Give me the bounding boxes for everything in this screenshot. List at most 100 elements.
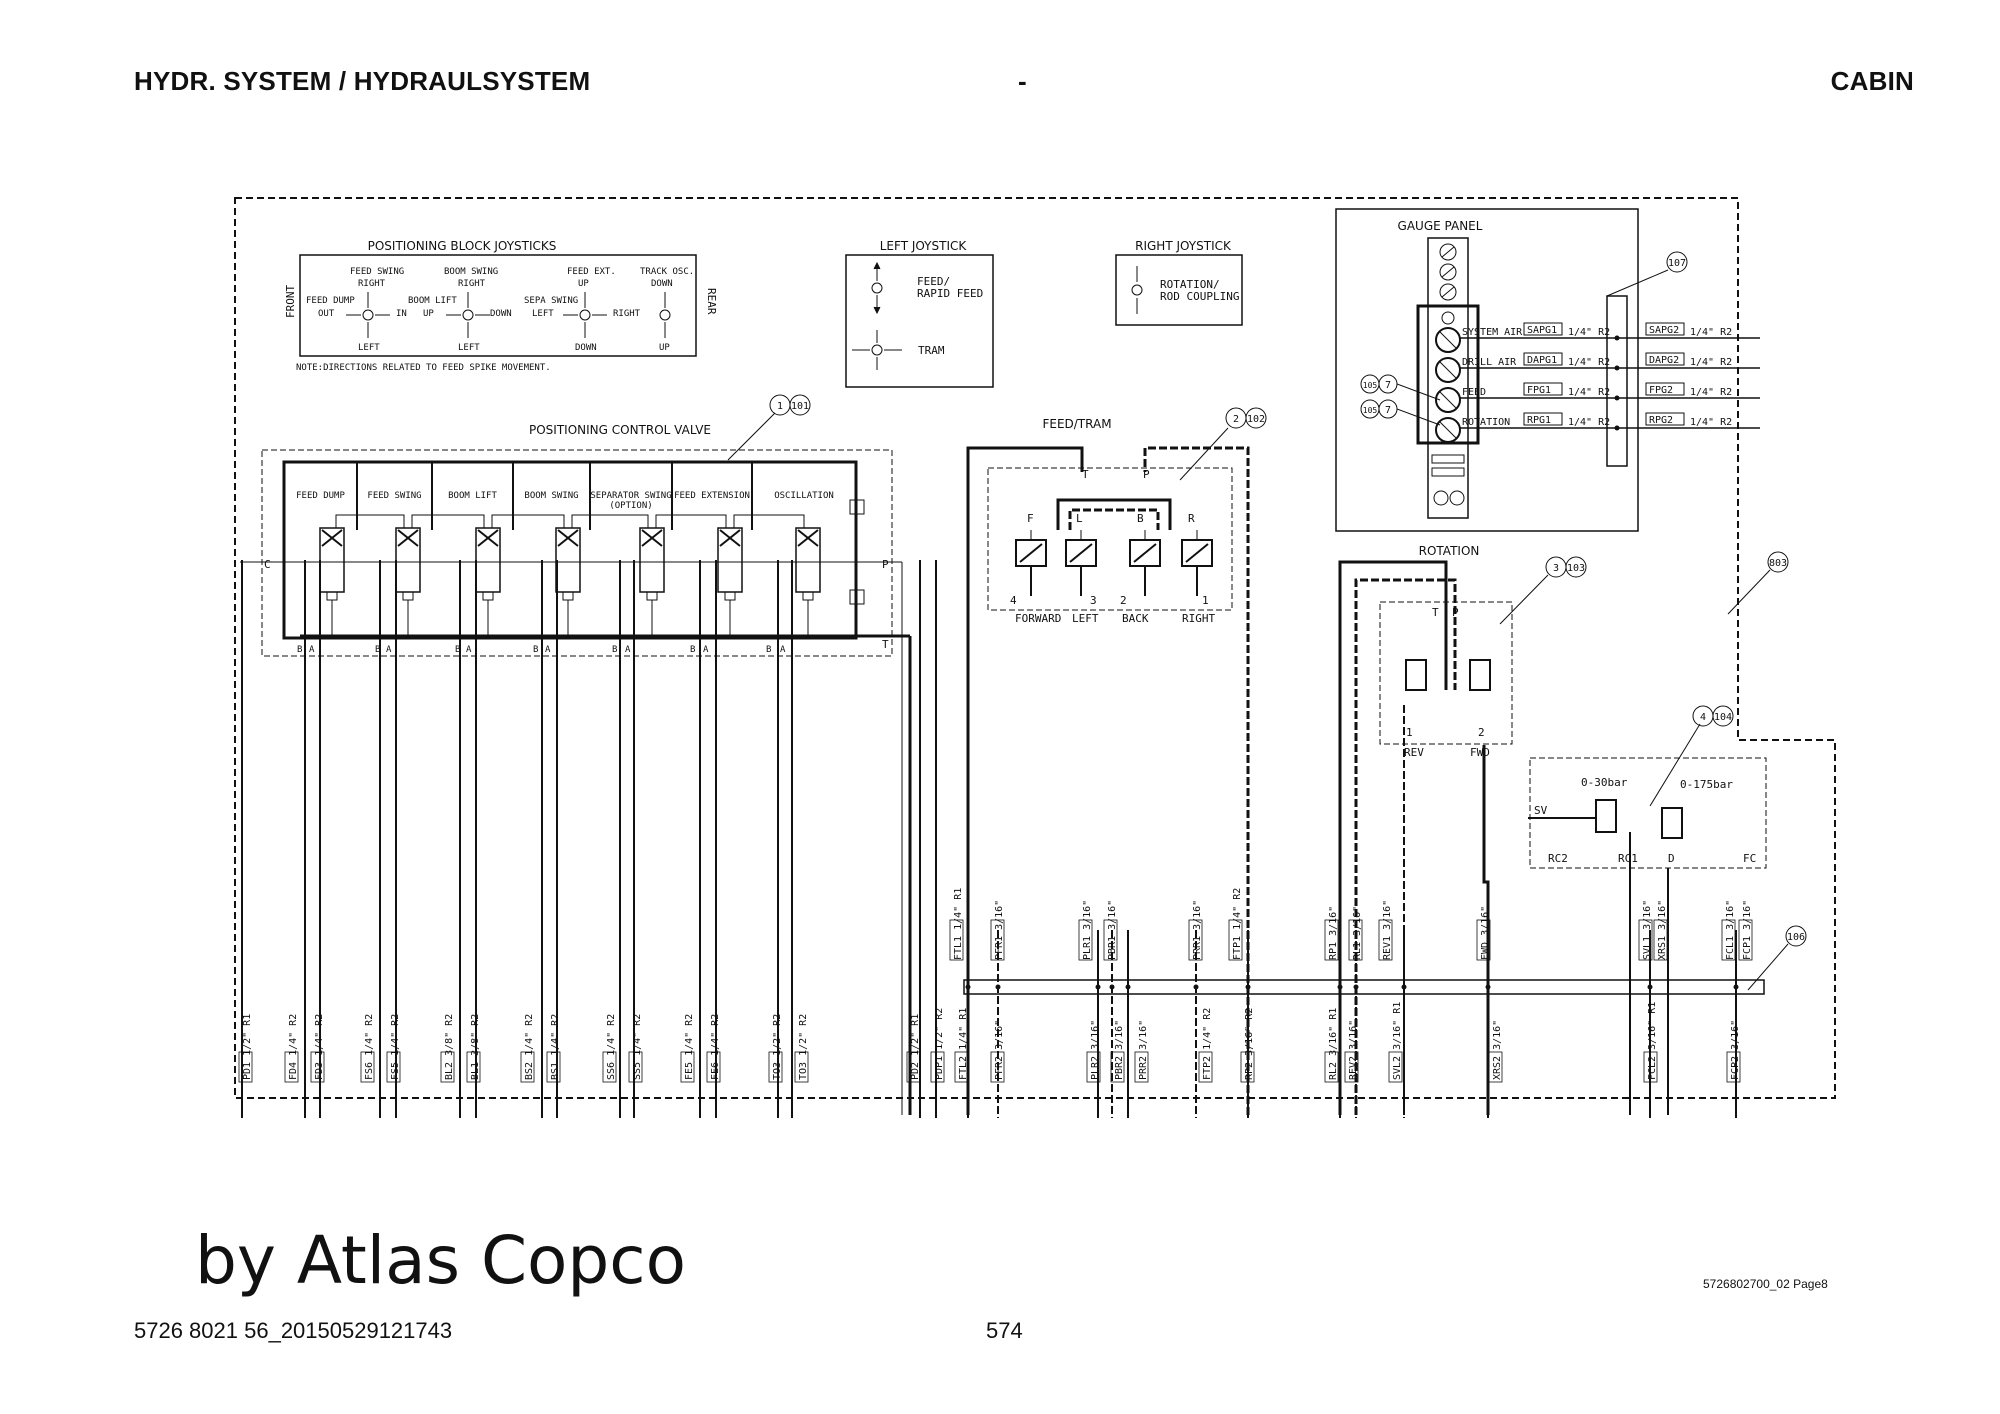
svg-text:803: 803 (1769, 558, 1787, 569)
pbj-label: IN (396, 309, 407, 319)
reference-803: 803 (1727, 551, 1789, 615)
bottom-port-label: SS6 1/4" R2 (606, 1014, 617, 1080)
header-right-title: CABIN (1830, 66, 1914, 96)
header-center: - (1018, 66, 1027, 96)
svg-text:FC: FC (1743, 852, 1756, 865)
gauge-port-2: DAPG2 (1649, 355, 1679, 366)
mid-port-label: FCP1 3/16" (1742, 900, 1753, 960)
pcv-section-label: BOOM SWING (524, 491, 578, 501)
pbj-label: RIGHT (458, 279, 486, 289)
pcv-port-label: A (545, 645, 551, 655)
pbj-label: LEFT (358, 343, 380, 353)
pbj-label: BOOM SWING (444, 267, 498, 277)
gauge-balloon-ref: 105 (1363, 406, 1378, 415)
brand-watermark: by Atlas Copco (195, 1222, 686, 1299)
bottom-port-label: BL2 3/8" R2 (444, 1014, 455, 1080)
svg-text:TRAM: TRAM (918, 344, 945, 357)
svg-text:RIGHT: RIGHT (1182, 612, 1215, 625)
gauge-port-1: SAPG1 (1527, 325, 1557, 336)
svg-text:C: C (264, 558, 271, 571)
pcv-port-label: A (780, 645, 786, 655)
mid-port-label: SVL1 3/16" (1642, 900, 1653, 960)
pcv-port-label: B (690, 645, 695, 655)
gauge-row-label: ROTATION (1462, 417, 1510, 428)
pbj-label: SEPA SWING (524, 296, 578, 306)
pbj-title: POSITIONING BLOCK JOYSTICKS (368, 239, 557, 253)
bottom-port-label: FS5 1/4" R2 (390, 1014, 401, 1080)
bulkhead-plate-106 (963, 979, 1765, 995)
gauge-hose-1: 1/4" R2 (1568, 357, 1610, 368)
bottom-port-label: BL1 3/8" R2 (470, 1014, 481, 1080)
svg-text:1: 1 (777, 401, 783, 412)
bottom-port-label: FE5 1/4" R2 (684, 1014, 695, 1080)
pbj-label: FEED EXT. (567, 267, 616, 277)
pcv-port-label: B (297, 645, 302, 655)
pcv-port-label: A (466, 645, 472, 655)
pbj-rear: REAR (705, 288, 718, 315)
mid-port-label: PBR1 3/16" (1107, 900, 1118, 960)
pcv-section-label: SEPARATOR SWING (590, 491, 671, 501)
pbj-front: FRONT (284, 285, 297, 318)
mid-port-label: FTP1 1/4" R2 (1232, 888, 1243, 960)
pbj-label: LEFT (532, 309, 554, 319)
gauge-hose-2: 1/4" R2 (1690, 327, 1732, 338)
svg-text:RAPID FEED: RAPID FEED (917, 287, 983, 300)
document-id: 5726 8021 56_20150529121743 (134, 1318, 453, 1343)
pcv-section-label: OSCILLATION (774, 491, 834, 501)
gauge-hose-1: 1/4" R2 (1568, 417, 1610, 428)
pbj-label: LEFT (458, 343, 480, 353)
svg-text:FEED/: FEED/ (917, 275, 950, 288)
bottom-port-label: XRS2 3/16" (1492, 1020, 1503, 1080)
pcv-section-label: FEED EXTENSION (674, 491, 750, 501)
bottom-port-label: PD2 1/2" R1 (910, 1014, 921, 1080)
gauge-port-2: SAPG2 (1649, 325, 1679, 336)
svg-text:RC1: RC1 (1618, 852, 1638, 865)
bottom-port-label: SVL2 3/16" R1 (1392, 1002, 1403, 1080)
pcv-section-label: BOOM LIFT (448, 491, 497, 501)
svg-text:P: P (882, 558, 889, 571)
svg-text:D: D (1668, 852, 1675, 865)
pbj-label: DOWN (490, 309, 512, 319)
mid-port-label: XRS1 3/16" (1657, 900, 1668, 960)
bottom-port-label: FD3 1/4" R2 (314, 1014, 325, 1080)
pbj-label: RIGHT (358, 279, 386, 289)
bottom-port-label: FD4 1/4" R2 (288, 1014, 299, 1080)
pbj-label: OUT (318, 309, 335, 319)
bottom-port-label: BS2 1/4" R2 (524, 1014, 535, 1080)
svg-text:1: 1 (1406, 726, 1413, 739)
pressure-valve-block: 4 104 0-30bar 0-175bar SV RC2 RC1 D FC (1528, 705, 1767, 1115)
svg-text:2: 2 (1120, 594, 1127, 607)
drawing-reference: 5726802700_02 Page8 (1703, 1277, 1828, 1291)
pbj-label: DOWN (575, 343, 597, 353)
svg-text:SV: SV (1534, 804, 1548, 817)
svg-text:POSITIONING CONTROL VALVE: POSITIONING CONTROL VALVE (529, 423, 711, 437)
svg-text:P: P (1452, 606, 1459, 619)
svg-text:0-30bar: 0-30bar (1581, 776, 1628, 789)
svg-text:4: 4 (1010, 594, 1017, 607)
pbj-label: FEED SWING (350, 267, 404, 277)
svg-text:3: 3 (1090, 594, 1097, 607)
pcv-port-label: A (386, 645, 392, 655)
gauge-hose-1: 1/4" R2 (1568, 387, 1610, 398)
svg-text:T: T (882, 638, 889, 651)
bottom-port-label: TO3 1/2" R2 (772, 1014, 783, 1080)
pbj-label: FEED DUMP (306, 296, 355, 306)
bottom-port-label: FE6 1/4" R2 (710, 1014, 721, 1080)
svg-text:RIGHT JOYSTICK: RIGHT JOYSTICK (1135, 239, 1232, 253)
svg-text:0-175bar: 0-175bar (1680, 778, 1733, 791)
svg-text:P: P (1143, 468, 1150, 481)
svg-text:102: 102 (1247, 414, 1265, 425)
svg-text:RC2: RC2 (1548, 852, 1568, 865)
pbj-label: TRACK OSC. (640, 267, 694, 277)
svg-text:T: T (1082, 468, 1089, 481)
bottom-port-label: RP2 3/16" R2 (1244, 1008, 1255, 1080)
bottom-port-label: FTL2 1/4" R1 (958, 1008, 969, 1080)
svg-text:FWD: FWD (1470, 746, 1490, 759)
feed-tram-valve: FEED/TRAM 2 102 T P F L B R 4 3 2 1 FORW… (966, 407, 1267, 1115)
bottom-port-label: FS6 1/4" R2 (364, 1014, 375, 1080)
svg-text:106: 106 (1787, 932, 1805, 943)
svg-text:107: 107 (1668, 258, 1686, 269)
gauge-row-label: SYSTEM AIR (1462, 327, 1523, 338)
mid-port-label: PLR1 3/16" (1082, 900, 1093, 960)
pbj-label: UP (423, 309, 434, 319)
